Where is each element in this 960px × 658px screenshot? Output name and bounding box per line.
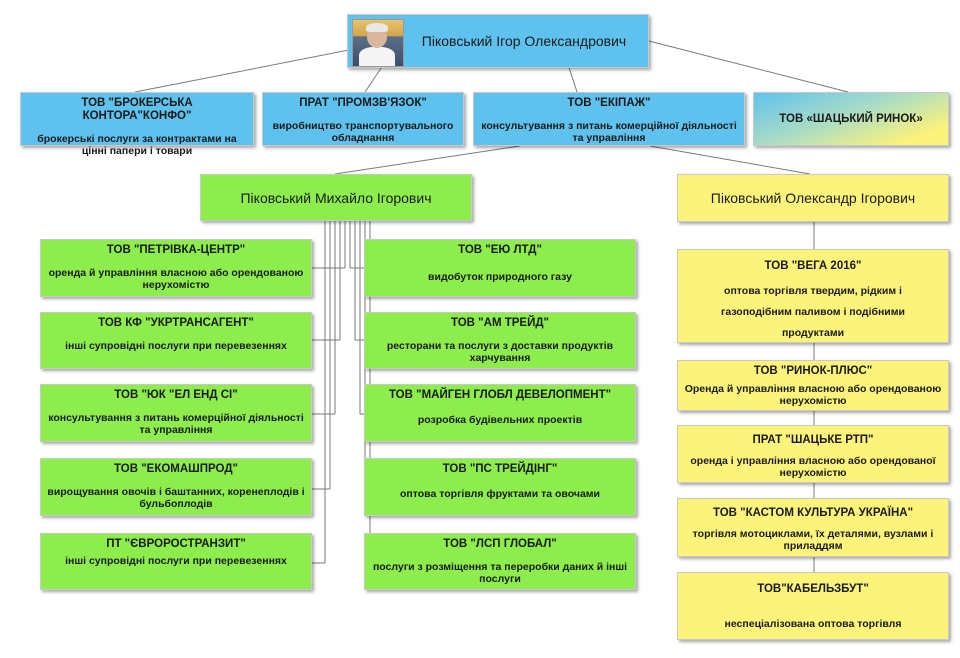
company-desc: вирощування овочів і баштанних, коренепл… — [47, 486, 305, 510]
company-desc: розробка будівельних проектів — [417, 414, 583, 426]
root-person-name: Піковський Ігор Олександрович — [421, 33, 627, 49]
company-title: ТОВ "ПЕТРІВКА-ЦЕНТР" — [106, 244, 246, 256]
company-title: ТОВ"КАБЕЛЬЗБУТ" — [757, 583, 869, 595]
company-desc: Оренда й управління власною або орендова… — [684, 383, 942, 407]
company-title: ТОВ "АМ ТРЕЙД" — [451, 317, 549, 329]
company-title: ПРАТ "ШАЦЬКЕ РТП" — [752, 434, 874, 446]
company-title: ТОВ "ЕКОМАШПРОД" — [114, 463, 238, 475]
company-ps-treiding: ТОВ "ПС ТРЕЙДІНГ" оптова торгівля фрукта… — [364, 458, 636, 516]
company-desc: оренда і управління власною або орендова… — [690, 455, 936, 479]
company-eyu-ltd: ТОВ "ЕЮ ЛТД" видобуток природного газу — [364, 239, 636, 297]
company-ekipazh: ТОВ "ЕКІПАЖ" консультування з питань ком… — [473, 92, 745, 146]
company-rynok-plyus: ТОВ "РИНОК-ПЛЮС" Оренда й управління вла… — [677, 360, 949, 411]
company-desc: послуги з розміщення та переробки даних … — [372, 561, 628, 585]
company-title: ТОВ "МАЙГЕН ГЛОБЛ ДЕВЕЛОПМЕНТ" — [388, 389, 612, 401]
company-el-end-si: ТОВ "ЮК "ЕЛ ЕНД СІ" консультування з пит… — [40, 384, 312, 442]
company-desc: виробництво транспортувального обладнанн… — [272, 120, 454, 144]
company-title: ТОВ "БРОКЕРСЬКА КОНТОРА"КОНФО" — [81, 97, 193, 122]
company-desc: консультування з питань комерційної діял… — [481, 120, 737, 144]
company-desc: консультування з питань комерційної діял… — [48, 412, 304, 436]
company-title: ТОВ КФ "УКРТРАНСАГЕНТ" — [98, 317, 254, 329]
company-desc: видобуток природного газу — [428, 271, 572, 283]
company-title: ТОВ "КАСТОМ КУЛЬТУРА УКРАЇНА" — [712, 507, 914, 519]
company-title: ТОВ "ВЕГА 2016" — [764, 260, 862, 272]
company-desc: інші супровідні послуги при перевезеннях — [65, 555, 287, 567]
company-am-treid: ТОВ "АМ ТРЕЙД" ресторани та послуги з до… — [364, 312, 636, 369]
company-vega-2016: ТОВ "ВЕГА 2016" оптова торгівля твердим,… — [677, 249, 949, 343]
portrait-photo-icon — [352, 19, 404, 67]
company-konfo: ТОВ "БРОКЕРСЬКА КОНТОРА"КОНФО" брокерськ… — [20, 92, 254, 157]
company-title: ТОВ "ЕЮ ЛТД" — [458, 244, 542, 256]
company-desc: оптова торгівля твердим, рідким і газопо… — [720, 285, 905, 339]
company-title: ТОВ "ПС ТРЕЙДІНГ" — [442, 463, 558, 475]
son1-person-name: Піковський Михайло Ігорович — [240, 189, 432, 206]
company-kabelzbut: ТОВ"КАБЕЛЬЗБУТ" неспеціалізована оптова … — [677, 572, 949, 640]
company-title: ТОВ "ЕКІПАЖ" — [567, 97, 651, 109]
company-title: ТОВ "ЮК "ЕЛ ЕНД СІ" — [114, 389, 238, 401]
company-desc: брокерські послуги за контрактами на цін… — [37, 133, 237, 157]
company-title: ПТ "ЄВРОРОСТРАНЗИТ" — [106, 538, 246, 550]
son1-person-box: Піковський Михайло Ігорович — [200, 174, 472, 221]
company-desc: оптова торгівля фруктами та овочами — [399, 488, 601, 500]
company-promzvyazok: ПРАТ "ПРОМЗВ'ЯЗОК" виробництво транспорт… — [262, 92, 464, 146]
company-desc: торгівля мотоциклами, їх деталями, вузла… — [692, 528, 934, 552]
company-shatskyi-rynok: ТОВ «ШАЦЬКИЙ РИНОК» — [753, 92, 949, 146]
company-lsp-global: ТОВ "ЛСП ГЛОБАЛ" послуги з розміщення та… — [364, 533, 636, 590]
company-title: ПРАТ "ПРОМЗВ'ЯЗОК" — [299, 97, 427, 109]
company-ekomashprod: ТОВ "ЕКОМАШПРОД" вирощування овочів і ба… — [40, 458, 312, 516]
company-kastom-kultura: ТОВ "КАСТОМ КУЛЬТУРА УКРАЇНА" торгівля м… — [677, 498, 949, 557]
company-desc: ресторани та послуги з доставки продукті… — [386, 340, 614, 364]
company-title: ТОВ «ШАЦЬКИЙ РИНОК» — [779, 112, 923, 125]
son2-person-box: Піковський Олександр Ігорович — [677, 174, 949, 222]
son2-person-name: Піковський Олександр Ігорович — [710, 190, 916, 206]
root-person-box: Піковський Ігор Олександрович — [347, 14, 649, 68]
company-desc: оренда й управління власною або орендова… — [48, 267, 304, 291]
company-desc: інші супровідні послуги при перевезеннях — [65, 340, 287, 352]
company-ukrtransagent: ТОВ КФ "УКРТРАНСАГЕНТ" інші супровідні п… — [40, 312, 312, 369]
company-title: ТОВ "ЛСП ГЛОБАЛ" — [443, 538, 557, 550]
company-shatske-rtp: ПРАТ "ШАЦЬКЕ РТП" оренда і управління вл… — [677, 425, 949, 483]
company-maigen-globl: ТОВ "МАЙГЕН ГЛОБЛ ДЕВЕЛОПМЕНТ" розробка … — [364, 384, 636, 442]
company-title: ТОВ "РИНОК-ПЛЮС" — [753, 365, 873, 377]
company-yevrorostranzyt: ПТ "ЄВРОРОСТРАНЗИТ" інші супровідні посл… — [40, 533, 312, 590]
company-petrivka-tsentr: ТОВ "ПЕТРІВКА-ЦЕНТР" оренда й управління… — [40, 239, 312, 297]
company-desc: неспеціалізована оптова торгівля — [724, 618, 902, 630]
